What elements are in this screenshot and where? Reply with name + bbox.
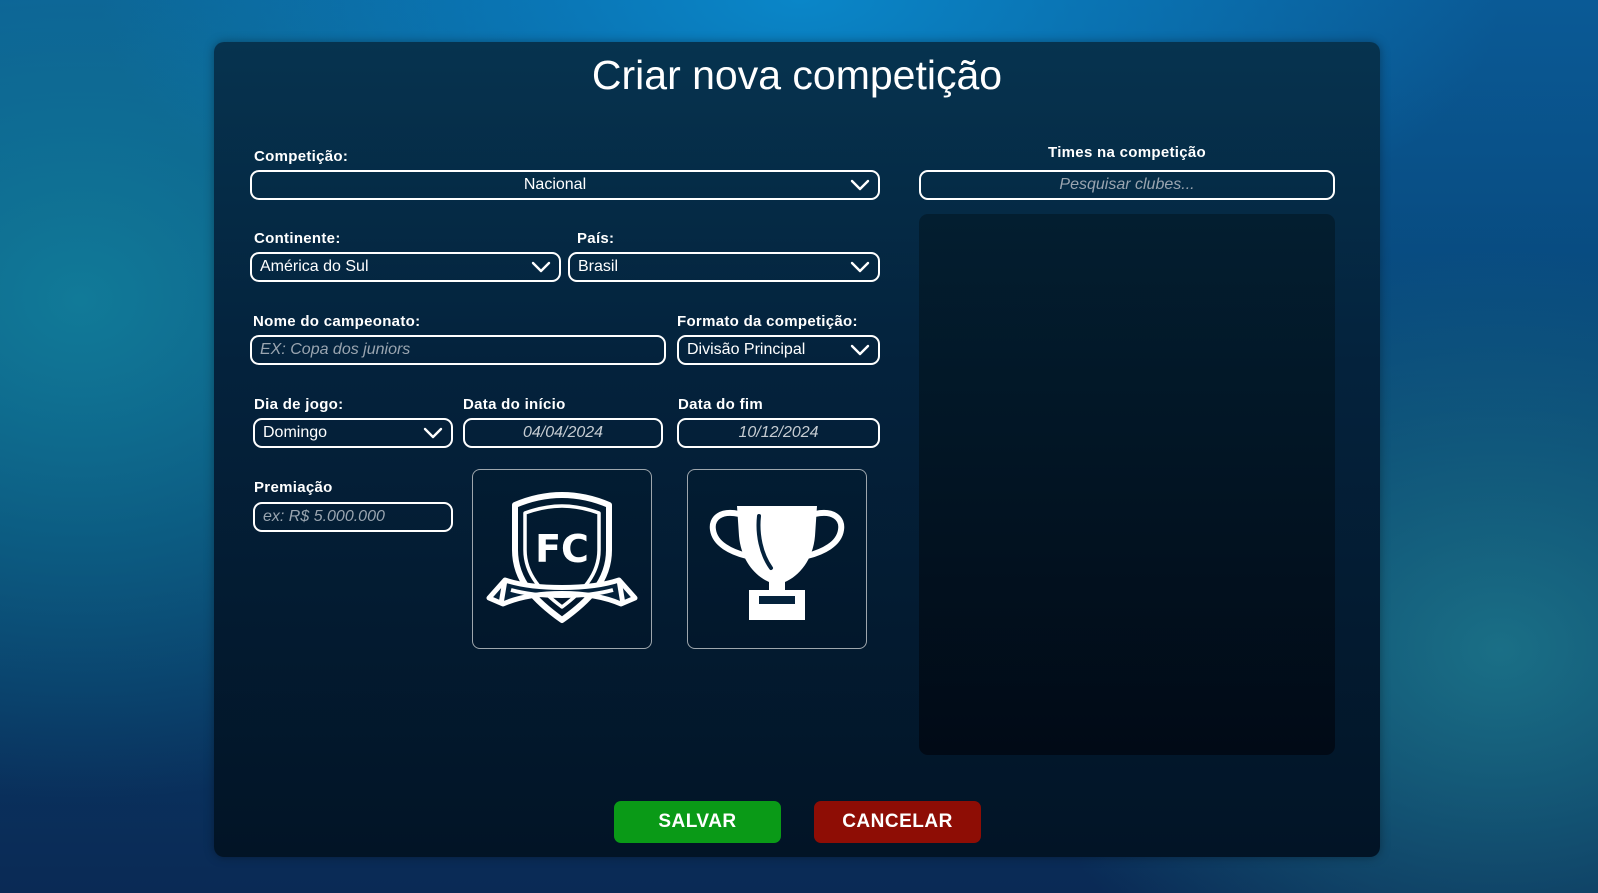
emblem-text: FC <box>535 527 589 571</box>
chevron-down-icon <box>850 179 870 191</box>
match-day-select[interactable]: Domingo <box>253 418 453 448</box>
teams-label: Times na competição <box>1048 144 1206 161</box>
start-date-label: Data do início <box>463 396 566 413</box>
emblem-image-picker[interactable]: FC <box>472 469 652 649</box>
continent-label: Continente: <box>254 230 341 247</box>
country-select[interactable]: Brasil <box>568 252 880 282</box>
trophy-icon <box>709 506 845 620</box>
club-shield-icon: FC <box>486 492 638 623</box>
chevron-down-icon <box>531 261 551 273</box>
club-search-input[interactable] <box>919 170 1335 200</box>
continent-value: América do Sul <box>260 258 369 275</box>
country-label: País: <box>577 230 615 247</box>
create-competition-dialog: Criar nova competição Competição: Nacion… <box>214 42 1380 857</box>
chevron-down-icon <box>423 427 443 439</box>
continent-select[interactable]: América do Sul <box>250 252 561 282</box>
team-list[interactable] <box>919 214 1335 755</box>
competition-format-value: Divisão Principal <box>687 341 806 358</box>
match-day-value: Domingo <box>263 424 328 441</box>
competition-type-label: Competição: <box>254 148 349 165</box>
competition-type-value: Nacional <box>523 176 587 193</box>
championship-name-input[interactable] <box>250 335 666 365</box>
end-date-input[interactable] <box>677 418 880 448</box>
prize-label: Premiação <box>254 479 333 496</box>
competition-format-select[interactable]: Divisão Principal <box>677 335 880 365</box>
chevron-down-icon <box>850 261 870 273</box>
dialog-title: Criar nova competição <box>591 52 1003 98</box>
competition-type-select[interactable]: Nacional <box>250 170 880 200</box>
prize-input[interactable] <box>253 502 453 532</box>
country-value: Brasil <box>578 258 619 275</box>
cancel-button[interactable]: CANCELAR <box>814 801 981 843</box>
match-day-label: Dia de jogo: <box>254 396 344 413</box>
save-button[interactable]: SALVAR <box>614 801 781 843</box>
start-date-input[interactable] <box>463 418 663 448</box>
competition-format-label: Formato da competição: <box>677 313 858 330</box>
end-date-label: Data do fim <box>678 396 763 413</box>
trophy-image-picker[interactable] <box>687 469 867 649</box>
championship-name-label: Nome do campeonato: <box>253 313 421 330</box>
chevron-down-icon <box>850 344 870 356</box>
